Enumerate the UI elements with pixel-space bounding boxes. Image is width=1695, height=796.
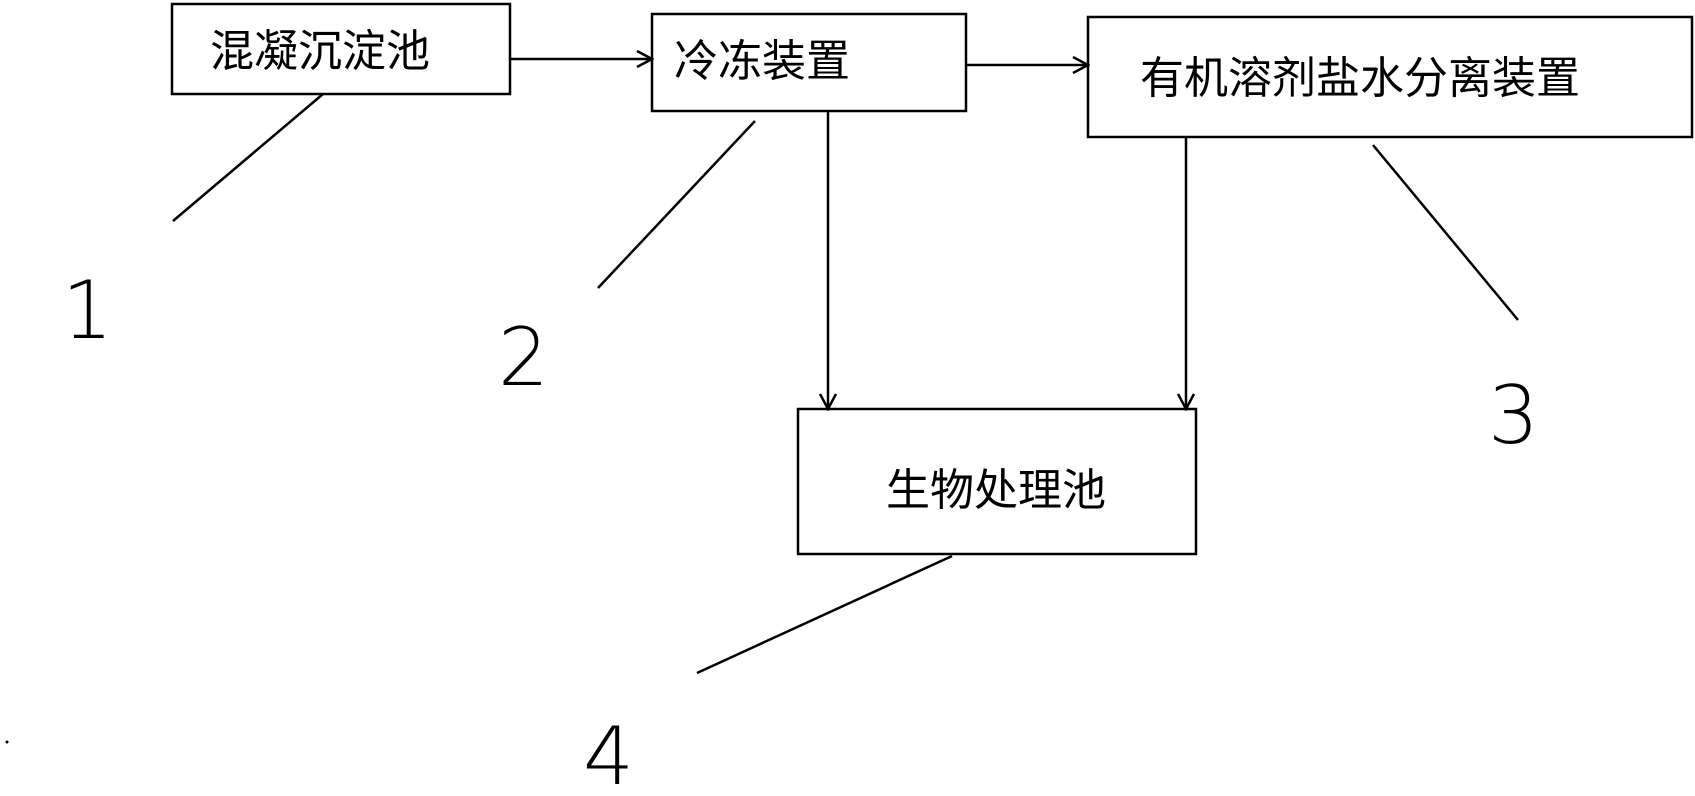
callout-number-4: 4 xyxy=(583,710,634,796)
separation-device-label: 有机溶剂盐水分离装置 xyxy=(1140,53,1580,104)
coagulation-tank-node: 混凝沉淀池 xyxy=(170,2,512,96)
callout-number-2: 2 xyxy=(498,311,549,404)
leader-line-4 xyxy=(696,554,953,675)
bio-tank-node: 生物处理池 xyxy=(796,407,1198,556)
separation-device-node: 有机溶剂盐水分离装置 xyxy=(1086,15,1694,139)
coagulation-tank-label: 混凝沉淀池 xyxy=(210,26,430,77)
leader-line-1 xyxy=(172,93,324,222)
freezing-device-node: 冷冻装置 xyxy=(650,12,968,113)
callout-number-1: 1 xyxy=(62,264,113,357)
leader-line-3 xyxy=(1372,144,1519,321)
freezing-device-label: 冷冻装置 xyxy=(674,36,850,87)
callout-number-3: 3 xyxy=(1488,369,1539,462)
bio-tank-label: 生物处理池 xyxy=(886,465,1106,516)
bio-tank-box xyxy=(796,407,1198,556)
stray-dot xyxy=(5,740,9,744)
leader-line-2 xyxy=(597,120,756,289)
coagulation-tank-box xyxy=(170,2,512,96)
freezing-device-box xyxy=(650,12,968,113)
separation-device-box xyxy=(1086,15,1694,139)
